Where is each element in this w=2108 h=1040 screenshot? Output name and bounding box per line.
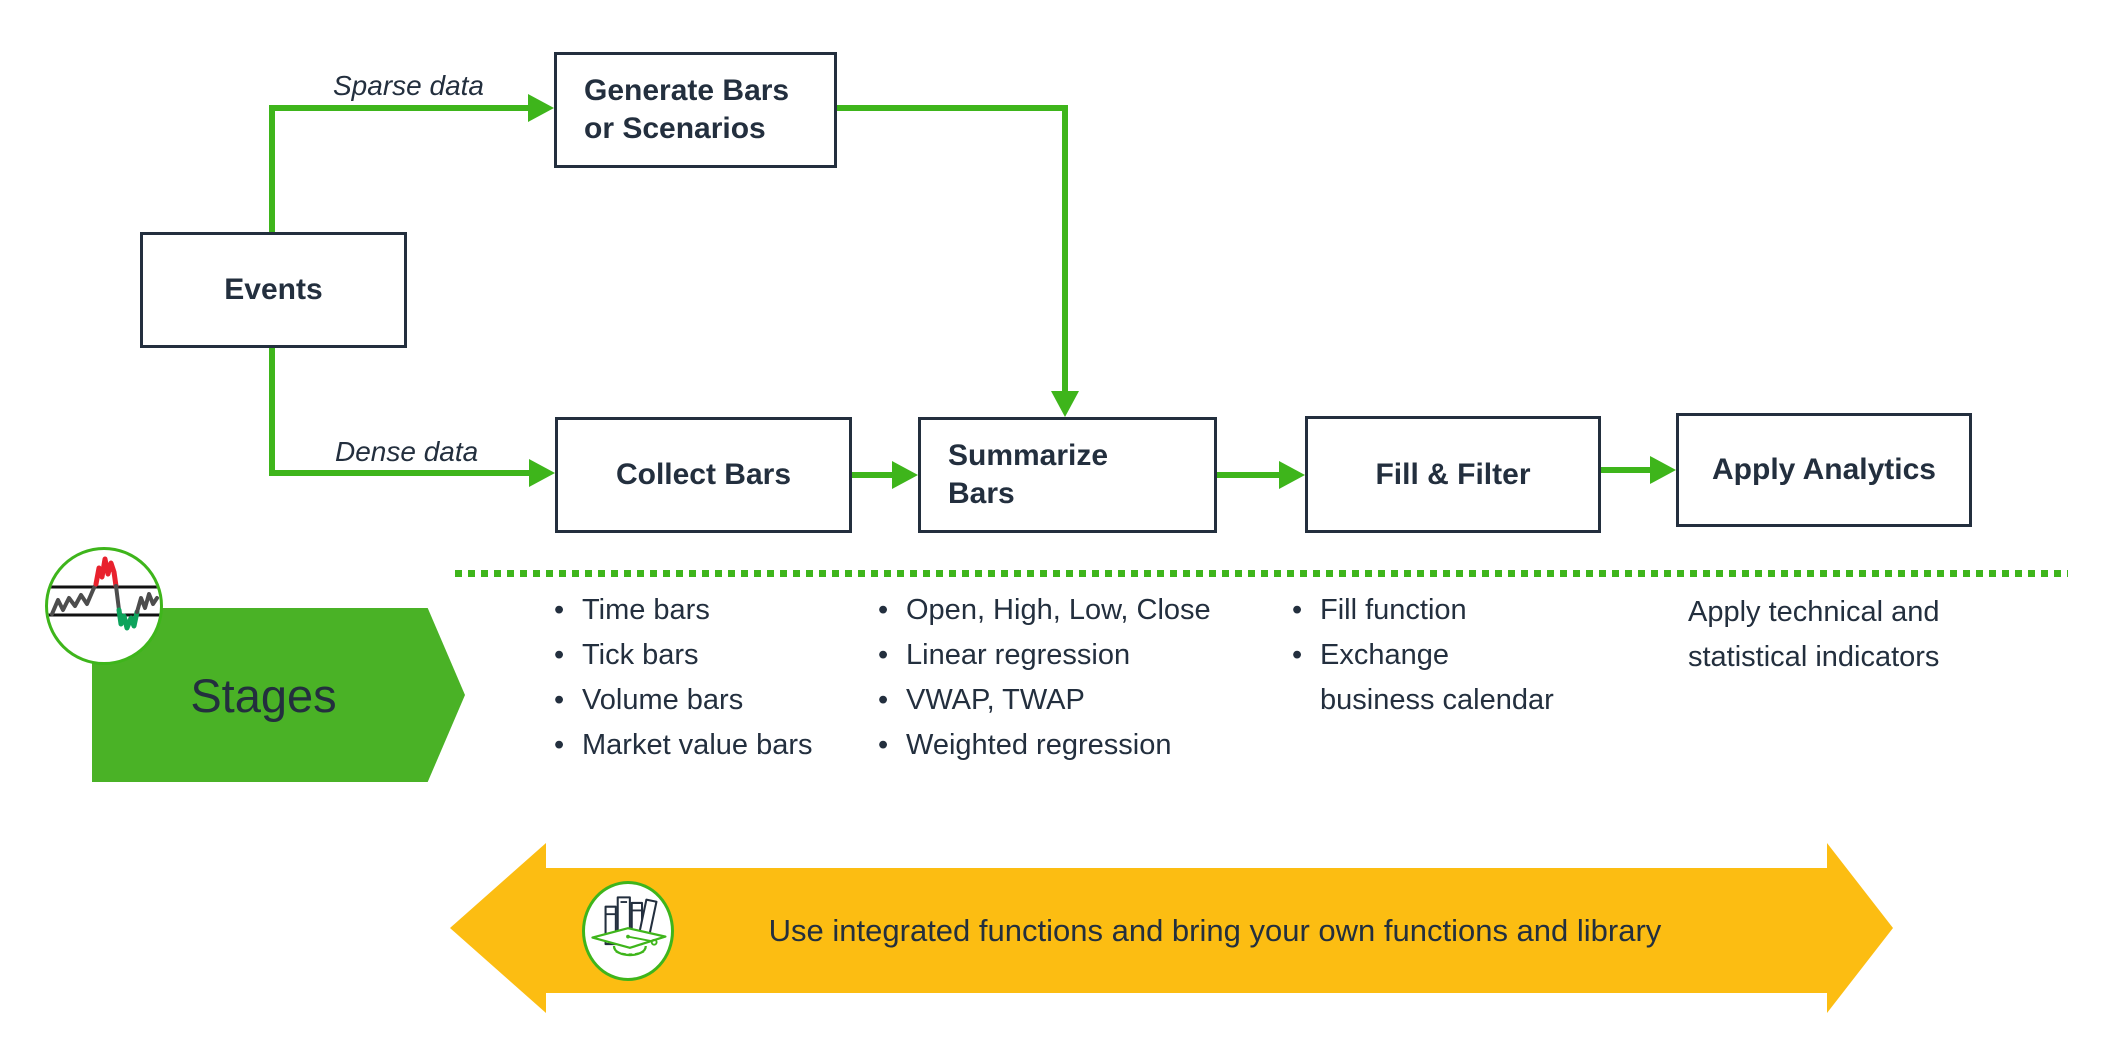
events-node: Events bbox=[140, 232, 407, 348]
apply-analytics-label: Apply Analytics bbox=[1712, 453, 1936, 486]
list-item: Volume bars bbox=[548, 678, 878, 723]
library-books-graduation-cap-icon bbox=[582, 881, 674, 981]
generate-to-summarize-vertical bbox=[1062, 105, 1068, 391]
collect-bars-label: Collect Bars bbox=[615, 458, 792, 491]
sparse-arrowhead-icon bbox=[528, 94, 554, 122]
dense-edge-horizontal bbox=[269, 470, 529, 476]
apply-analytics-note: Apply technical and statistical indicato… bbox=[1688, 596, 1940, 673]
fill-filter-node: Fill & Filter bbox=[1305, 416, 1601, 533]
list-item: Fill function bbox=[1286, 588, 1566, 633]
dense-edge-vertical bbox=[269, 348, 275, 476]
list-item: Weighted regression bbox=[872, 723, 1272, 768]
collect-to-summarize-edge bbox=[852, 472, 892, 478]
dense-data-label: Dense data bbox=[335, 436, 479, 467]
summarize-to-fill-arrowhead-icon bbox=[1279, 461, 1305, 489]
generate-to-summarize-horizontal bbox=[837, 105, 1068, 111]
banner-right-arrowhead-icon bbox=[1827, 843, 1893, 1013]
fill-to-apply-arrowhead-icon bbox=[1650, 456, 1676, 484]
list-item: Linear regression bbox=[872, 633, 1272, 678]
generate-bars-node: Generate Bars or Scenarios bbox=[554, 52, 837, 168]
generate-to-summarize-arrowhead-icon bbox=[1051, 391, 1079, 417]
dense-arrowhead-icon bbox=[529, 459, 555, 487]
fill-filter-label: Fill & Filter bbox=[1375, 457, 1531, 491]
list-item: Market value bars bbox=[548, 723, 878, 768]
banner-bar bbox=[546, 868, 1827, 993]
collect-to-summarize-arrowhead-icon bbox=[892, 461, 918, 489]
sparse-edge-vertical bbox=[269, 105, 275, 232]
summarize-bars-bullet-list: Open, High, Low, Close Linear regression… bbox=[872, 588, 1272, 768]
list-item: Open, High, Low, Close bbox=[872, 588, 1272, 633]
list-item: Exchange business calendar bbox=[1286, 633, 1566, 723]
sparse-edge-horizontal bbox=[269, 105, 528, 111]
events-label: Events bbox=[224, 273, 323, 306]
apply-analytics-node: Apply Analytics bbox=[1676, 413, 1972, 527]
summarize-bars-label: Summarize Bars bbox=[948, 439, 1109, 510]
fill-filter-bullet-list: Fill function Exchange business calendar bbox=[1286, 588, 1566, 723]
summarize-bars-node: Summarize Bars bbox=[918, 417, 1217, 533]
list-item: Tick bars bbox=[548, 633, 878, 678]
collect-bars-bullet-list: Time bars Tick bars Volume bars Market v… bbox=[548, 588, 878, 768]
fill-to-apply-edge bbox=[1601, 467, 1650, 473]
banner-text: Use integrated functions and bring your … bbox=[768, 912, 1662, 948]
sparse-data-label: Sparse data bbox=[333, 70, 484, 101]
price-spike-chart-icon bbox=[45, 547, 163, 665]
list-item: VWAP, TWAP bbox=[872, 678, 1272, 723]
banner-left-arrowhead-icon bbox=[450, 843, 546, 1013]
collect-bars-node: Collect Bars bbox=[555, 417, 852, 533]
stages-label: Stages bbox=[190, 668, 337, 722]
list-item: Time bars bbox=[548, 588, 878, 633]
summarize-to-fill-edge bbox=[1217, 472, 1279, 478]
dotted-separator-line bbox=[455, 570, 2068, 577]
generate-bars-label: Generate Bars or Scenarios bbox=[584, 74, 790, 145]
